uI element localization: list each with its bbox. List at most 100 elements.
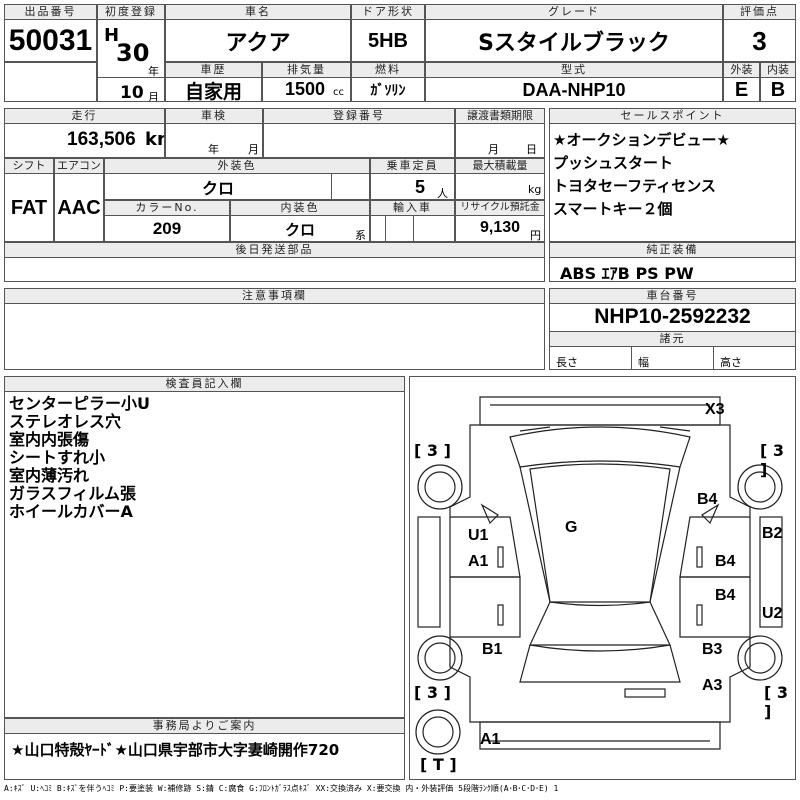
caution-cell: 注意事項欄 (4, 288, 545, 370)
inspector-note: ホイールカバーA (9, 502, 133, 521)
sales-point: プッシュスタート (553, 154, 674, 172)
exterior-color-cell: 外装色 クロ (104, 158, 370, 200)
ac-cell: エアコン AAC (54, 158, 104, 242)
inspector-notes-label: 検査員記入欄 (5, 377, 404, 392)
exterior-grade: E (734, 78, 749, 101)
tire-tread-front-right: [ 3 ] (760, 441, 785, 479)
year-unit: 年 (148, 65, 159, 78)
month-unit: 月 (148, 91, 159, 102)
mark-b4-mid1: B4 (715, 553, 736, 570)
displacement-cell: 排気量 1500 cc (262, 62, 351, 102)
chassis-number: NHP10-2592232 (594, 305, 751, 328)
left-rear-door (450, 576, 521, 638)
displacement: 1500 (285, 79, 326, 99)
door-type: 5HB (367, 29, 408, 52)
interior-color: クロ (284, 220, 315, 239)
registration-number-cell: 登録番号 (263, 108, 455, 158)
mark-b4-mid2: B4 (715, 587, 736, 604)
capacity-cell: 乗車定員 5 人 (370, 158, 455, 200)
equipment: ABS ｴｱB PS PW (560, 264, 694, 282)
import-cell: 輸入車 (370, 200, 455, 242)
length-label: 長さ (550, 346, 632, 369)
mark-a1-left: A1 (468, 553, 489, 570)
interior-color-unit: 系 (355, 229, 366, 242)
sales-points-list: ★オークションデビュー★ プッシュスタート トヨタセーフティセンス スマートキー… (553, 129, 730, 221)
car-name-cell: 車名 アクア (165, 4, 351, 62)
max-load-cell: 最大積載量 kg (455, 158, 545, 200)
lot-number-cell: 出品番号 50031 (4, 4, 97, 62)
recycle-cell: リサイクル預託金 9,130 円 (455, 200, 545, 242)
model-cell: 型式 DAA-NHP10 (425, 62, 723, 102)
tire-rear-right (737, 635, 783, 681)
color-number-label: カラーNo. (105, 201, 229, 216)
mileage-cell: 走行 163,506 km (4, 108, 165, 158)
score: 3 (752, 25, 767, 56)
inspection-cell: 車検 年 月 (165, 108, 263, 158)
lot-number: 50031 (8, 24, 93, 57)
grade-label: グレード (426, 5, 722, 20)
inspection-year-unit: 年 (208, 143, 219, 156)
tire-spare (415, 709, 461, 755)
inspection-label: 車検 (166, 109, 262, 124)
rear-bumper (479, 721, 721, 750)
first-registration-label: 初度登録 (98, 5, 164, 20)
mark-x3: X3 (705, 401, 725, 418)
recycle-label: リサイクル預託金 (456, 201, 544, 216)
exterior-color: クロ (201, 179, 234, 198)
sales-points-cell: セールスポイント ★オークションデビュー★ プッシュスタート トヨタセーフティセ… (549, 108, 796, 242)
tire-front-right (737, 464, 783, 510)
car-name: アクア (225, 31, 291, 56)
office-info-label: 事務局よりご案内 (5, 719, 404, 734)
car-diagram (415, 396, 783, 755)
chassis-label: 車台番号 (550, 289, 795, 304)
exterior-cell: 外装 E (723, 62, 760, 102)
mark-u2: U2 (762, 605, 783, 622)
interior-grade: B (770, 78, 786, 101)
shift-label: シフト (5, 159, 53, 174)
damage-diagram-cell: X3 B4 G U1 A1 B4 B4 B2 U2 B1 B3 A3 A1 [ … (409, 376, 796, 780)
capacity-unit: 人 (437, 187, 448, 200)
recycle-fee: 9,130 (480, 219, 521, 236)
color-number-cell: カラーNo. 209 (104, 200, 230, 242)
office-info-text: ★山口特殻ﾔｰﾄﾞ★山口県宇部市大字妻崎開作720 (11, 741, 340, 759)
equipment-cell: 純正装備 ABS ｴｱB PS PW (549, 242, 796, 282)
sales-points-label: セールスポイント (550, 109, 795, 124)
history: 自家用 (184, 80, 242, 102)
mark-u1: U1 (468, 527, 489, 544)
shift: FAT (10, 196, 48, 219)
right-rear-door (679, 576, 750, 638)
ac-label: エアコン (55, 159, 103, 174)
era: H (104, 25, 120, 46)
capacity-label: 乗車定員 (371, 159, 454, 174)
mark-a3: A3 (702, 677, 723, 694)
inspector-note: 室内薄汚れ (9, 466, 90, 485)
rear-glass (529, 601, 671, 652)
first-registration-cell: 初度登録 H 30 年 10 月 (97, 4, 165, 102)
mark-b4-top: B4 (697, 491, 718, 508)
fuel: ｶﾞｿﾘﾝ (370, 83, 406, 99)
score-label: 評価点 (724, 5, 795, 20)
transfer-day-unit: 日 (526, 143, 537, 156)
inspector-notes-cell: 検査員記入欄 センターピラー小U ステレオレス穴 室内内張傷 シートすれ小 室内… (4, 376, 405, 718)
inspector-note: 室内内張傷 (9, 430, 90, 449)
width-label: 幅 (632, 346, 714, 369)
specs-label: 諸元 (550, 331, 795, 347)
import-label: 輸入車 (371, 201, 454, 216)
history-cell: 車歴 自家用 (165, 62, 262, 102)
displacement-unit: cc (333, 87, 344, 98)
shift-cell: シフト FAT (4, 158, 54, 242)
max-load-unit: kg (528, 183, 542, 196)
interior-color-cell: 内装色 クロ 系 (230, 200, 370, 242)
later-parts-label: 後日発送部品 (5, 243, 544, 258)
right-side-panel (759, 516, 783, 628)
legend: A:ｷｽﾞ U:ﾍｺﾐ B:ｷｽﾞを伴うﾍｺﾐ P:要塗装 W:補修跡 S:錆 … (4, 784, 559, 793)
displacement-label: 排気量 (263, 63, 350, 78)
sales-point: トヨタセーフティセンス (553, 177, 716, 195)
mark-b2: B2 (762, 525, 783, 542)
left-side-panel (417, 516, 441, 628)
caution-label: 注意事項欄 (5, 289, 544, 304)
door-cell: ドア形状 5HB (351, 4, 425, 62)
windshield (509, 426, 691, 468)
interior-label: 内装 (761, 63, 795, 78)
fuel-cell: 燃料 ｶﾞｿﾘﾝ (351, 62, 425, 102)
